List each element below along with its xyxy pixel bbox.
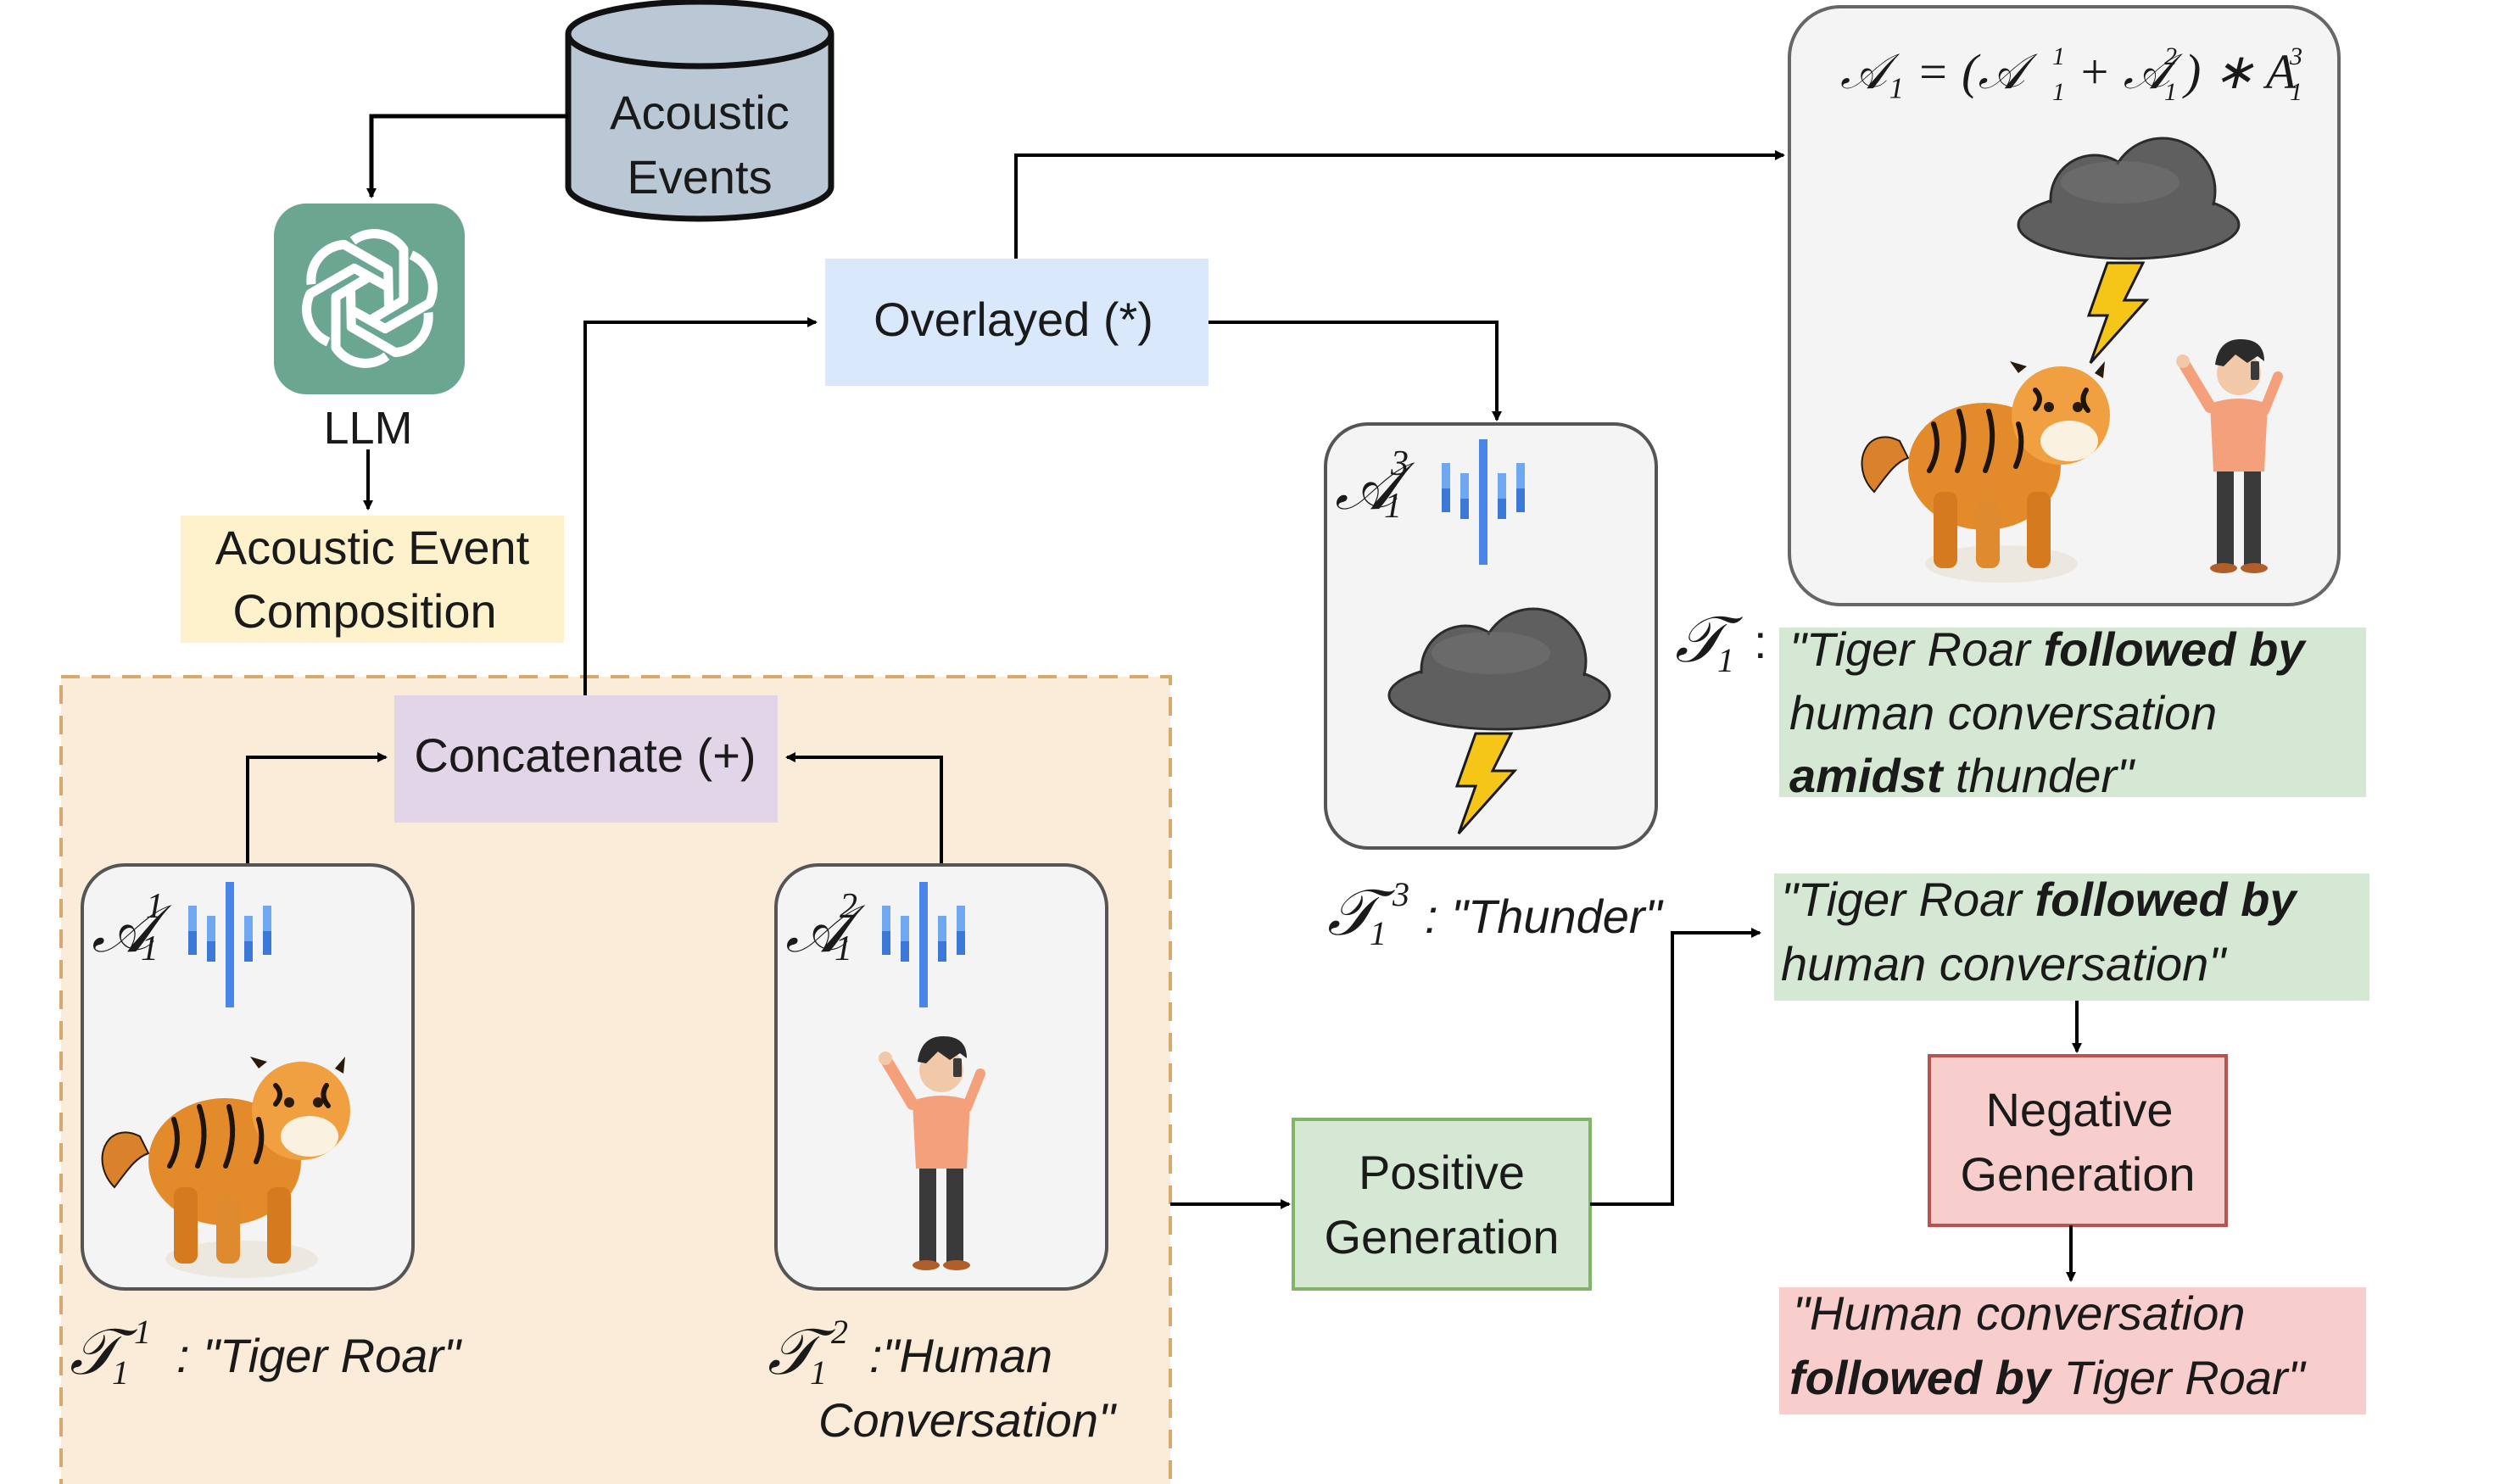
composition-label-line1: Acoustic Event: [215, 521, 530, 574]
formula-sup-a: 1: [2052, 42, 2065, 70]
thunder-audio-sub: 1: [1384, 487, 1402, 526]
human-caption-sub: 1: [810, 1353, 827, 1392]
acoustic-event-composition-box: Acoustic Event Composition: [181, 516, 564, 643]
thunder-caption-text: : "Thunder": [1425, 890, 1664, 943]
llm-icon: [274, 204, 465, 394]
formula-sub-a: 1: [2052, 78, 2065, 106]
composition-label-line2: Composition: [232, 584, 496, 638]
tiger-caption: 𝒯 1 1 : "Tiger Roar": [70, 1313, 462, 1392]
tiger-caption-text: : "Tiger Roar": [176, 1329, 462, 1382]
formula-plus: + 𝒜: [2078, 44, 2184, 99]
tiger-caption-sub: 1: [112, 1353, 129, 1392]
arrow-db-to-llm: [366, 114, 568, 198]
svg-text:"Tiger Roar followed by: "Tiger Roar followed by: [1781, 873, 2298, 926]
human-caption-line2: Conversation": [818, 1393, 1117, 1447]
combined-caption: 𝒯 1 : "Tiger Roar followed by human conv…: [1675, 605, 2366, 802]
formula-sub-c: 1: [2290, 78, 2302, 106]
svg-text:"Tiger Roar followed by: "Tiger Roar followed by: [1789, 622, 2307, 676]
combined-caption-sub: 1: [1717, 641, 1734, 679]
arrow-human-to-concat: [785, 752, 943, 863]
combined-caption-l2: human conversation: [1789, 686, 2217, 739]
negative-caption-l2b: Tiger Roar": [2051, 1351, 2307, 1404]
arrow-tiger-to-concat: [246, 752, 388, 863]
combined-caption-l3a: amidst: [1789, 749, 1945, 802]
human-caption-sup: 2: [831, 1313, 848, 1351]
arrow-overlay-to-thunder: [1208, 321, 1502, 421]
negative-gen-line1: Negative: [1985, 1083, 2173, 1136]
thunder-audio-sup: 3: [1390, 444, 1409, 483]
formula-sup-b: 2: [2164, 42, 2177, 70]
negative-caption: "Human conversation followed by Tiger Ro…: [1779, 1286, 2366, 1414]
positive-caption-l1a: "Tiger Roar: [1781, 873, 2034, 926]
negative-caption-l1: "Human conversation: [1793, 1286, 2245, 1340]
svg-text:amidst thunder": amidst thunder": [1789, 749, 2135, 802]
thunder-audio-card: 𝒜 3 1: [1324, 422, 1658, 850]
positive-gen-line1: Positive: [1359, 1146, 1525, 1199]
concatenate-label: Concatenate (+): [414, 728, 756, 782]
human-audio-card: 𝒜 2 1: [774, 863, 1108, 1291]
tiger-audio-sup: 1: [146, 887, 164, 926]
thunder-caption: 𝒯 3 1 : "Thunder": [1327, 875, 1664, 952]
thunder-caption-sub: 1: [1370, 914, 1387, 952]
thunder-caption-sup: 3: [1392, 875, 1409, 913]
formula-rparen: ) ∗ A: [2182, 44, 2297, 99]
combined-caption-l1b: followed by: [2043, 622, 2307, 676]
positive-caption-l2: human conversation": [1781, 937, 2227, 990]
combined-caption-colon: :: [1754, 615, 1767, 668]
overlayed-box: Overlayed (*): [825, 259, 1208, 386]
arrow-positive-to-caption: [1590, 928, 1761, 1206]
acoustic-events-database: Acoustic Events: [565, 0, 834, 222]
negative-caption-l2a: followed by: [1789, 1351, 2053, 1404]
human-audio-sub: 1: [834, 929, 852, 968]
tiger-caption-sup: 1: [134, 1313, 151, 1351]
formula-sub-b: 1: [2164, 78, 2177, 106]
combined-caption-l1a: "Tiger Roar: [1789, 622, 2043, 676]
arrow-overlay-to-scene: [1014, 150, 1785, 259]
tiger-audio-card: 𝒜 1 1: [81, 863, 415, 1291]
positive-gen-line2: Generation: [1324, 1210, 1559, 1264]
tiger-audio-sub: 1: [141, 929, 159, 968]
combined-scene-card: 𝒜₁ = (𝒜 1 1 + 𝒜 1 2 ) ∗ A 1 3: [1788, 5, 2341, 606]
combined-caption-l3b: thunder": [1943, 749, 2135, 802]
svg-text:followed by Tiger Roar": followed by Tiger Roar": [1789, 1351, 2307, 1404]
formula-sup-c: 3: [2289, 42, 2302, 70]
human-caption-line1: :"Human: [869, 1329, 1052, 1382]
positive-generation-box: Positive Generation: [1292, 1118, 1592, 1291]
positive-caption: "Tiger Roar followed by human conversati…: [1774, 873, 2369, 1001]
llm-label: LLM: [323, 403, 412, 454]
overlayed-label: Overlayed (*): [873, 293, 1153, 346]
negative-generation-box: Negative Generation: [1928, 1054, 2228, 1227]
database-label-line2: Events: [627, 150, 772, 204]
arrow-concat-to-overlay: [583, 317, 818, 695]
database-label-line1: Acoustic: [610, 86, 790, 139]
formula-lhs: 𝒜₁ = (𝒜: [1840, 44, 2038, 99]
concatenate-box: Concatenate (+): [394, 695, 778, 823]
positive-caption-l1b: followed by: [2034, 873, 2298, 926]
human-audio-sup: 2: [840, 887, 857, 926]
negative-gen-line2: Generation: [1960, 1147, 2195, 1201]
